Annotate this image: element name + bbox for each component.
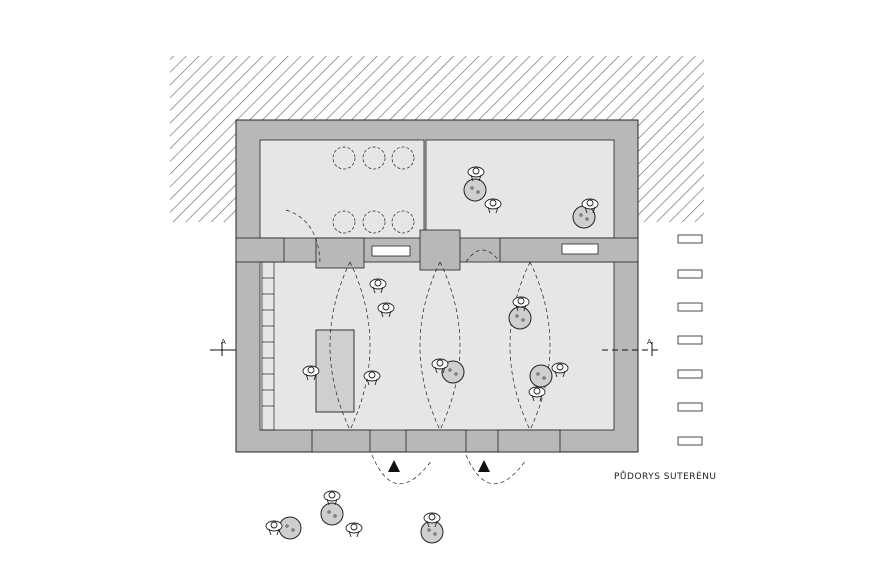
- wall-pier: [497, 429, 561, 453]
- round-table-icon: [420, 520, 444, 544]
- wall-pier: [405, 429, 467, 453]
- person-topview-icon: [345, 522, 363, 538]
- round-table-icon: [320, 502, 344, 526]
- wall-pier: [311, 429, 371, 453]
- room-upper-left: [259, 139, 425, 239]
- wall-pier: [235, 237, 285, 263]
- entrance-arrow-icon: [388, 460, 400, 472]
- exterior-steps: [677, 234, 703, 446]
- vault-lines: [285, 209, 551, 431]
- round-table-icon: [508, 306, 532, 330]
- stacked-seats: [332, 146, 415, 234]
- stair: [261, 261, 275, 431]
- section-label-right: A: [647, 338, 652, 346]
- radiator: [371, 245, 411, 257]
- round-table-icon: [529, 364, 553, 388]
- bar-counter: [315, 329, 355, 413]
- round-table-icon: [278, 516, 302, 540]
- wall-pier: [315, 237, 365, 269]
- section-label-left: A: [221, 338, 226, 346]
- plan-caption: PŮDORYS SUTERÉNU: [614, 472, 717, 482]
- round-table-icon: [463, 178, 487, 202]
- wall-pier: [419, 229, 461, 271]
- door-swings: [371, 249, 527, 485]
- entrance-arrow-icon: [478, 460, 490, 472]
- section-marker-icon: [210, 342, 660, 356]
- radiator: [561, 243, 599, 255]
- room-main-hall: [259, 261, 615, 431]
